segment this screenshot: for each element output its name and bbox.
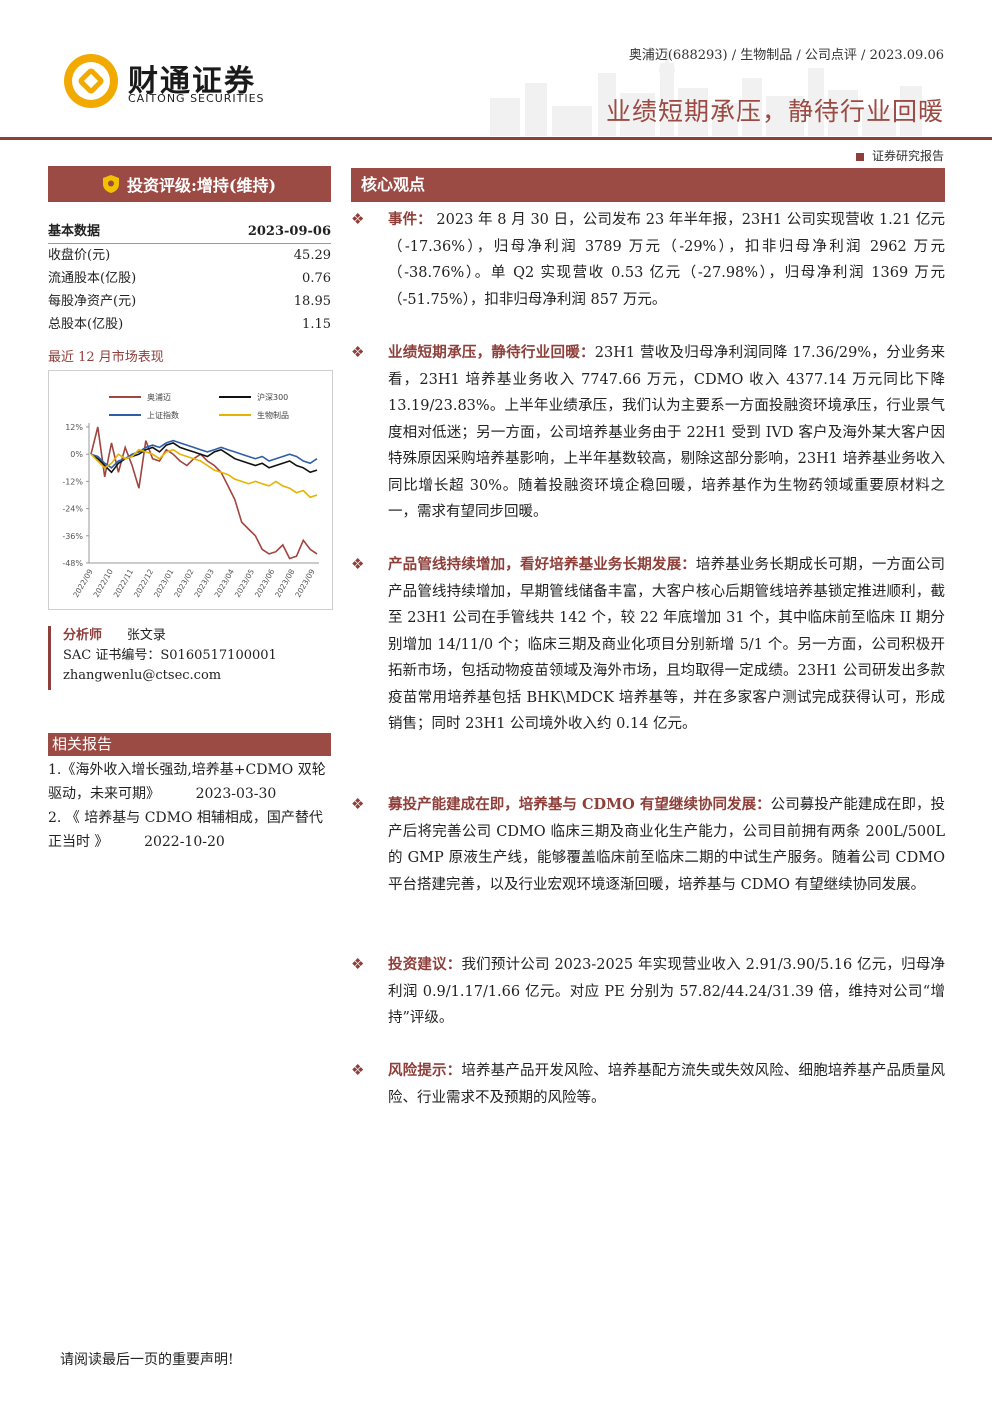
- related-report-title[interactable]: 1.《海外收入增长强劲,培养基+CDMO 双轮驱动，未来可期》: [48, 762, 326, 802]
- basic-data-label: 每股净资产(元): [48, 294, 137, 309]
- diamond-bullet-icon: ❖: [351, 343, 365, 361]
- bullet-body: 事件： 2023 年 8 月 30 日，公司发布 23 年半年报，23H1 公司…: [388, 207, 945, 313]
- bullet-heading: 业绩短期承压，静待行业回暖：: [388, 344, 595, 361]
- bullet-heading: 募投产能建成在即，培养基与 CDMO 有望继续协同发展：: [388, 796, 771, 813]
- basic-data-label: 流通股本(亿股): [48, 271, 137, 286]
- diamond-bullet-icon: ❖: [351, 1061, 365, 1079]
- report-type: 证券研究报告: [855, 147, 944, 164]
- bullet-investment-advice: ❖ 投资建议：我们预计公司 2023-2025 年实现营业收入 2.91/3.9…: [351, 952, 945, 1032]
- chart-svg: 奥浦迈 沪深300 上证指数 生物制品 12% 0% -12% -24% -36% -48% 202…: [62, 392, 319, 599]
- y-tick-label: -48%: [62, 559, 83, 568]
- basic-data-value: 18.95: [293, 294, 331, 309]
- bullet-text: 公司募投产能建成在即，投产后将完善公司 CDMO 临床三期及商业化生产能力，公司…: [388, 797, 946, 893]
- bullet-body: 投资建议：我们预计公司 2023-2025 年实现营业收入 2.91/3.90/…: [388, 952, 945, 1032]
- x-tick-label: 2023/09: [293, 567, 316, 599]
- related-report-date: 2022-10-20: [144, 834, 225, 850]
- bullet-body: 风险提示：培养基产品开发风险、培养基配方流失或失效风险、细胞培养基产品质量风险、…: [388, 1058, 945, 1111]
- bullet-text: 培养基产品开发风险、培养基配方流失或失效风险、细胞培养基产品质量风险、行业需求不…: [388, 1063, 945, 1106]
- basic-data-value: 45.29: [293, 248, 331, 263]
- report-type-label: 证券研究报告: [871, 149, 944, 163]
- basic-data-label: 收盘价(元): [48, 248, 111, 263]
- diamond-bullet-icon: ❖: [351, 955, 365, 973]
- legend-label: 沪深300: [257, 392, 288, 402]
- basic-data-row: 总股本(亿股) 1.15: [48, 313, 331, 336]
- bullet-body: 产品管线持续增加，看好培养基业务长期发展：培养基业务长期成长可期，一方面公司产品…: [388, 552, 945, 738]
- basic-data-date: 2023-09-06: [247, 224, 331, 239]
- square-bullet-icon: [855, 152, 864, 161]
- bullet-body: 募投产能建成在即，培养基与 CDMO 有望继续协同发展：公司募投产能建成在即，投…: [388, 792, 945, 898]
- diamond-bullet-icon: ❖: [351, 210, 365, 228]
- bullet-event: ❖ 事件： 2023 年 8 月 30 日，公司发布 23 年半年报，23H1 …: [351, 207, 945, 313]
- header-divider: [0, 137, 992, 140]
- bullet-performance: ❖ 业绩短期承压，静待行业回暖：23H1 营收及归母净利润同降 17.36/29…: [351, 340, 945, 526]
- bullet-heading: 投资建议：: [388, 956, 462, 973]
- bullet-body: 业绩短期承压，静待行业回暖：23H1 营收及归母净利润同降 17.36/29%，…: [388, 340, 945, 526]
- bullet-heading: 风险提示：: [388, 1062, 462, 1079]
- related-report-item[interactable]: 2. 《 培养基与 CDMO 相辅相成，国产替代正当时 》 2022-10-20: [48, 806, 331, 854]
- logo-english-name: CAITONG SECURITIES: [128, 92, 265, 105]
- analyst-name-row: 分析师 张文录: [51, 626, 334, 646]
- rating-label: 投资评级:增持(维持): [126, 176, 277, 195]
- related-reports-list: 1.《海外收入增长强劲,培养基+CDMO 双轮驱动，未来可期》 2023-03-…: [48, 758, 331, 854]
- bullet-heading: 产品管线持续增加，看好培养基业务长期发展：: [388, 556, 696, 573]
- related-report-item[interactable]: 1.《海外收入增长强劲,培养基+CDMO 双轮驱动，未来可期》 2023-03-…: [48, 758, 331, 806]
- y-tick-label: -12%: [62, 477, 83, 486]
- basic-data-row: 每股净资产(元) 18.95: [48, 290, 331, 313]
- bullet-text: 2023 年 8 月 30 日，公司发布 23 年半年报，23H1 公司实现营收…: [388, 212, 945, 308]
- y-tick-label: 0%: [70, 450, 83, 459]
- analyst-sac: SAC 证书编号：S0160517100001: [63, 648, 277, 663]
- y-tick-label: -36%: [62, 532, 83, 541]
- rating-banner: 投资评级:增持(维持): [48, 166, 331, 202]
- diamond-bullet-icon: ❖: [351, 795, 365, 813]
- related-report-title[interactable]: 2. 《 培养基与 CDMO 相辅相成，国产替代正当时 》: [48, 810, 323, 850]
- bullet-text: 23H1 营收及归母净利润同降 17.36/29%，分业务来看，23H1 培养基…: [388, 345, 945, 520]
- basic-data-value: 1.15: [302, 317, 331, 332]
- bullet-text: 培养基业务长期成长可期，一方面公司产品管线持续增加，早期管线储备丰富，大客户核心…: [388, 557, 945, 732]
- analyst-name: 张文录: [126, 628, 166, 643]
- related-reports-header: 相关报告: [48, 733, 331, 756]
- basic-data-table: 基本数据 2023-09-06 收盘价(元) 45.29 流通股本(亿股) 0.76 每…: [48, 220, 331, 336]
- chart-caption: 最近 12 月市场表现: [48, 350, 164, 365]
- bullet-text: 我们预计公司 2023-2025 年实现营业收入 2.91/3.90/5.16 …: [388, 957, 946, 1026]
- legend-label: 生物制品: [257, 410, 289, 420]
- diamond-bullet-icon: ❖: [351, 555, 365, 573]
- report-meta: 奥浦迈(688293) / 生物制品 / 公司点评 / 2023.09.06: [628, 48, 944, 63]
- y-tick-label: 12%: [65, 423, 83, 432]
- core-view-header: 核心观点: [351, 168, 945, 202]
- footer-disclaimer[interactable]: 请阅读最后一页的重要声明!: [60, 1352, 234, 1368]
- basic-data-header: 基本数据 2023-09-06: [48, 220, 331, 244]
- basic-data-row: 流通股本(亿股) 0.76: [48, 267, 331, 290]
- city-skyline-watermark: [490, 50, 922, 136]
- basic-data-label: 总股本(亿股): [48, 317, 124, 332]
- legend-label: 奥浦迈: [147, 392, 171, 402]
- caitong-logo-icon: [64, 54, 118, 108]
- report-title: 业绩短期承压，静待行业回暖: [605, 97, 944, 126]
- basic-data-value: 0.76: [302, 271, 331, 286]
- bullet-pipeline: ❖ 产品管线持续增加，看好培养基业务长期发展：培养基业务长期成长可期，一方面公司…: [351, 552, 945, 738]
- bullet-risk: ❖ 风险提示：培养基产品开发风险、培养基配方流失或失效风险、细胞培养基产品质量风…: [351, 1058, 945, 1111]
- analyst-label: 分析师: [63, 628, 103, 643]
- related-report-date: 2023-03-30: [195, 786, 277, 802]
- analyst-info: 分析师 张文录 SAC 证书编号：S0160517100001 zhangwen…: [48, 626, 334, 690]
- bullet-capacity: ❖ 募投产能建成在即，培养基与 CDMO 有望继续协同发展：公司募投产能建成在即…: [351, 792, 945, 898]
- market-performance-chart: 奥浦迈 沪深300 上证指数 生物制品 12% 0% -12% -24% -36% -48% 202…: [48, 370, 333, 610]
- bullet-heading: 事件：: [388, 211, 432, 228]
- basic-data-title: 基本数据: [48, 224, 101, 239]
- shield-icon: [102, 175, 119, 193]
- basic-data-row: 收盘价(元) 45.29: [48, 244, 331, 267]
- series-line: [90, 439, 318, 469]
- logo-chinese-name: 财通证券: [128, 64, 256, 99]
- series-line: [90, 426, 318, 560]
- analyst-email[interactable]: zhangwenlu@ctsec.com: [63, 668, 222, 683]
- series-line: [90, 448, 318, 499]
- legend-label: 上证指数: [147, 410, 179, 420]
- y-tick-label: -24%: [62, 505, 83, 514]
